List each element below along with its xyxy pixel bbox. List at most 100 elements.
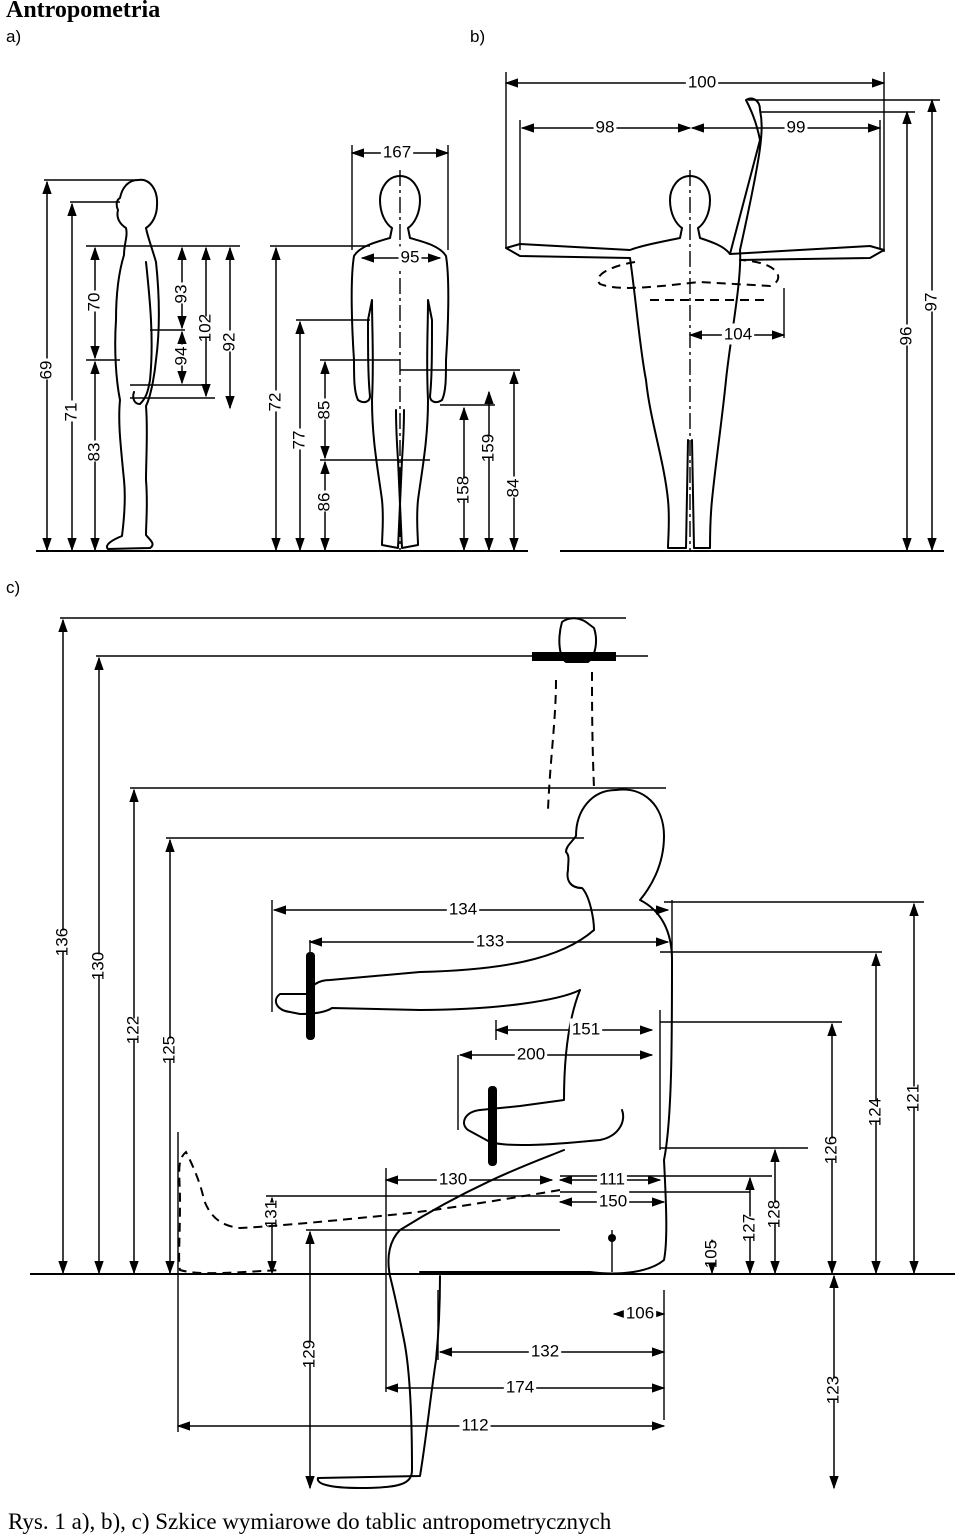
- dimension-label-bg: [514, 1043, 548, 1065]
- dimension-label: 167: [383, 142, 411, 161]
- dimension-label-bg: [189, 316, 223, 338]
- dimension-label: 83: [84, 443, 103, 462]
- dimension-label: 77: [289, 431, 308, 450]
- dimension-label: 124: [865, 1098, 884, 1126]
- dimension-label: 104: [724, 324, 752, 343]
- dimension-label-bg: [784, 116, 808, 138]
- dimension-label: 85: [314, 401, 333, 420]
- dimension-label: 84: [503, 479, 522, 498]
- dimension-label-bg: [255, 1202, 289, 1224]
- dimension-label-bg: [83, 440, 107, 462]
- dimension-label-bg: [758, 1202, 792, 1224]
- dimension-label-bg: [815, 1138, 849, 1160]
- dimension-label-bg: [398, 246, 422, 268]
- dimension-label-bg: [436, 1168, 470, 1190]
- dimension-label-bg: [293, 1342, 327, 1364]
- dimension-label-bg: [897, 1086, 931, 1108]
- dimension-label: 96: [896, 327, 915, 346]
- dimension-label: 151: [572, 1019, 600, 1038]
- dimension-label: 99: [787, 117, 806, 136]
- dimension-label-bg: [153, 1038, 187, 1060]
- dimension-label-bg: [288, 428, 312, 450]
- dimension-label-bg: [446, 898, 480, 920]
- side-profile-figure: [106, 178, 160, 550]
- dimension-label: 134: [449, 899, 477, 918]
- dimension-label-bg: [447, 478, 481, 500]
- dimension-label: 95: [401, 247, 420, 266]
- dimension-label: 174: [506, 1377, 534, 1396]
- dimension-label: 128: [764, 1200, 783, 1228]
- dimension-label-bg: [313, 398, 337, 420]
- dimension-label: 100: [688, 72, 716, 91]
- dimension-label: 121: [903, 1084, 922, 1112]
- dimension-label: 136: [52, 928, 71, 956]
- panel-c-label: c): [6, 578, 21, 597]
- dimension-label: 86: [314, 493, 333, 512]
- front-figure: [350, 170, 450, 552]
- dimension-label-bg: [623, 1302, 657, 1324]
- dimension-label: 97: [921, 293, 940, 312]
- dimension-label: 122: [123, 1016, 142, 1044]
- dimension-label-bg: [569, 1018, 603, 1040]
- dimension-label-bg: [596, 1190, 630, 1212]
- dimension-label-bg: [920, 290, 944, 312]
- dimension-label-bg: [597, 1168, 627, 1190]
- dimension-label-bg: [117, 1018, 151, 1040]
- dimension-label: 106: [626, 1303, 654, 1322]
- dimension-label: 71: [61, 403, 80, 422]
- dimension-label-bg: [380, 141, 414, 163]
- dimension-label-bg: [503, 1376, 537, 1398]
- figure-caption: Rys. 1 a), b), c) Szkice wymiarowe do ta…: [8, 1509, 612, 1534]
- dimension-label: 132: [531, 1341, 559, 1360]
- dimension-label-bg: [473, 930, 507, 952]
- dimension-label-bg: [685, 71, 719, 93]
- dimension-label: 159: [478, 434, 497, 462]
- dimension-label-bg: [859, 1100, 893, 1122]
- dimension-label-bg: [817, 1378, 851, 1400]
- dimension-label-bg: [170, 282, 194, 304]
- dimension-label: 133: [476, 931, 504, 950]
- arms-spread-figure: [505, 97, 885, 552]
- dimension-label: 69: [36, 361, 55, 380]
- dimension-label: 131: [261, 1200, 280, 1228]
- dimension-label-bg: [82, 954, 116, 976]
- dimension-label-bg: [60, 400, 84, 422]
- dimension-label: 98: [596, 117, 615, 136]
- dimension-label: 102: [195, 314, 214, 342]
- dimension-label-bg: [218, 330, 242, 352]
- dimension-label: 111: [599, 1169, 625, 1188]
- dimension-label: 125: [159, 1036, 178, 1064]
- dimension-label: 127: [739, 1214, 758, 1242]
- dimension-label-bg: [528, 1340, 562, 1362]
- dimension-label: 126: [821, 1136, 840, 1164]
- dimension-label-bg: [459, 1414, 491, 1436]
- dimension-label-bg: [593, 116, 617, 138]
- dimension-label: 112: [461, 1415, 488, 1434]
- dimension-label: 92: [219, 333, 238, 352]
- dimension-label-bg: [733, 1216, 767, 1238]
- dimension-label: 94: [171, 347, 190, 366]
- dimension-label: 123: [823, 1376, 842, 1404]
- page-title: Antropometria: [6, 0, 161, 23]
- panel-a-label: a): [6, 27, 22, 46]
- dimension-label: 129: [299, 1340, 318, 1368]
- dimension-label: 158: [453, 476, 472, 504]
- dimension-label-bg: [695, 1242, 729, 1264]
- lower-grip-handle: [488, 1086, 497, 1166]
- dimension-label-bg: [170, 344, 194, 366]
- dimension-label-bg: [472, 436, 506, 458]
- dimension-label: 130: [439, 1169, 467, 1188]
- seated-figure: [178, 617, 673, 1489]
- dimension-label: 93: [171, 285, 190, 304]
- dimension-label: 150: [599, 1191, 627, 1210]
- dimension-label-bg: [502, 476, 526, 498]
- dimension-label-bg: [264, 390, 288, 412]
- dimension-label-bg: [313, 490, 337, 512]
- dimension-label-bg: [83, 290, 107, 312]
- dimension-label: 200: [517, 1044, 545, 1063]
- dimension-label: 105: [701, 1240, 720, 1268]
- dimension-label-bg: [721, 323, 755, 345]
- dimension-label: 70: [84, 293, 103, 312]
